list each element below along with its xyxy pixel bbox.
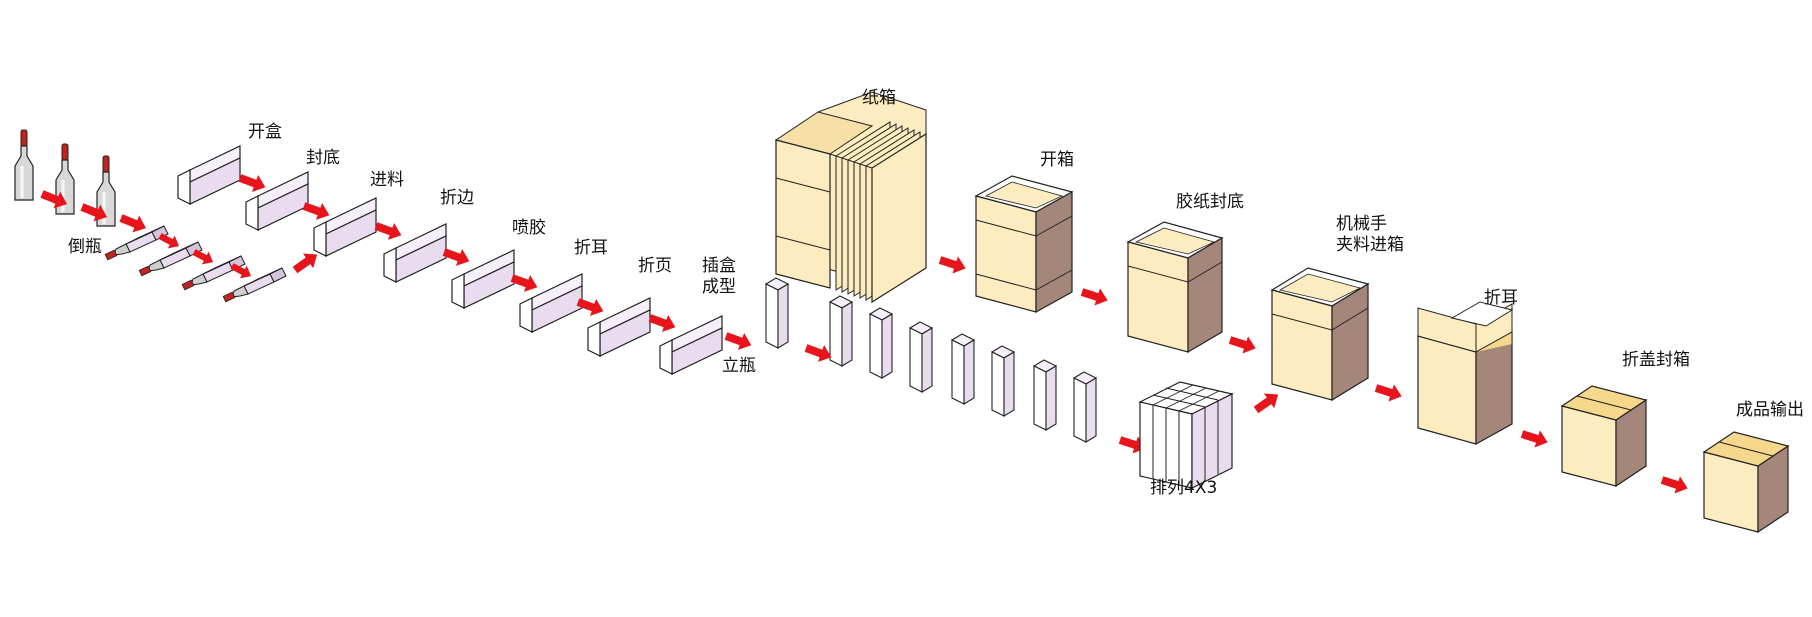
process-arrow xyxy=(117,209,150,237)
robot-packed-carton xyxy=(1270,267,1370,402)
label-fold-lid-seal: 折盖封箱 xyxy=(1622,350,1690,370)
process-arrow xyxy=(1373,379,1405,405)
label-insert-form: 插盒 成型 xyxy=(702,256,736,297)
process-arrow xyxy=(937,251,969,277)
tilted-bottle xyxy=(222,267,287,303)
process-arrow xyxy=(1659,471,1691,497)
label-carton-stack: 纸箱 xyxy=(862,88,896,108)
bottle xyxy=(13,128,35,202)
label-tape-seal-bottom: 胶纸封底 xyxy=(1176,192,1244,212)
label-upright-bottle: 立瓶 xyxy=(722,356,756,376)
upright-box xyxy=(909,321,933,393)
tilted-bottle xyxy=(181,255,246,291)
process-arrow xyxy=(646,309,679,336)
process-arrow xyxy=(722,327,755,354)
process-arrow xyxy=(372,217,405,244)
label-glue-spray: 喷胶 xyxy=(512,218,546,238)
upright-box xyxy=(951,333,975,405)
process-arrow xyxy=(1227,331,1259,357)
label-fold-ear: 折耳 xyxy=(574,238,608,258)
label-invert-bottle: 倒瓶 xyxy=(68,237,102,257)
arranged-box-group xyxy=(1138,381,1234,489)
ear-folded-carton xyxy=(1417,301,1514,446)
upright-box xyxy=(765,277,789,349)
process-arrow xyxy=(1079,283,1111,309)
process-arrow xyxy=(236,169,269,196)
label-feed: 进料 xyxy=(370,170,404,190)
upright-box xyxy=(869,307,893,379)
label-robot-pack: 机械手 夹料进箱 xyxy=(1336,214,1404,255)
upright-box xyxy=(1033,359,1057,431)
output-carton xyxy=(1703,431,1789,533)
label-fold-page: 折页 xyxy=(638,256,672,276)
label-fold-edge: 折边 xyxy=(440,188,474,208)
carton-stack xyxy=(774,91,927,304)
label-output: 成品输出 xyxy=(1736,400,1804,420)
label-open-carton: 开箱 xyxy=(1040,150,1074,170)
upright-box xyxy=(991,345,1015,417)
label-seal-bottom: 封底 xyxy=(306,148,340,168)
upright-box xyxy=(829,295,853,367)
label-open-box: 开盒 xyxy=(248,122,282,142)
tape-sealed-carton xyxy=(1126,221,1224,354)
opened-carton xyxy=(974,175,1074,314)
tilted-bottle xyxy=(104,225,169,261)
process-arrow xyxy=(1250,387,1284,418)
small-box xyxy=(177,145,241,205)
lid-sealed-carton xyxy=(1561,385,1647,487)
label-arrange: 排列4X3 xyxy=(1150,478,1218,498)
label-carton-fold-ear: 折耳 xyxy=(1484,288,1518,308)
upright-box xyxy=(1073,371,1097,443)
process-arrow xyxy=(1519,425,1551,451)
